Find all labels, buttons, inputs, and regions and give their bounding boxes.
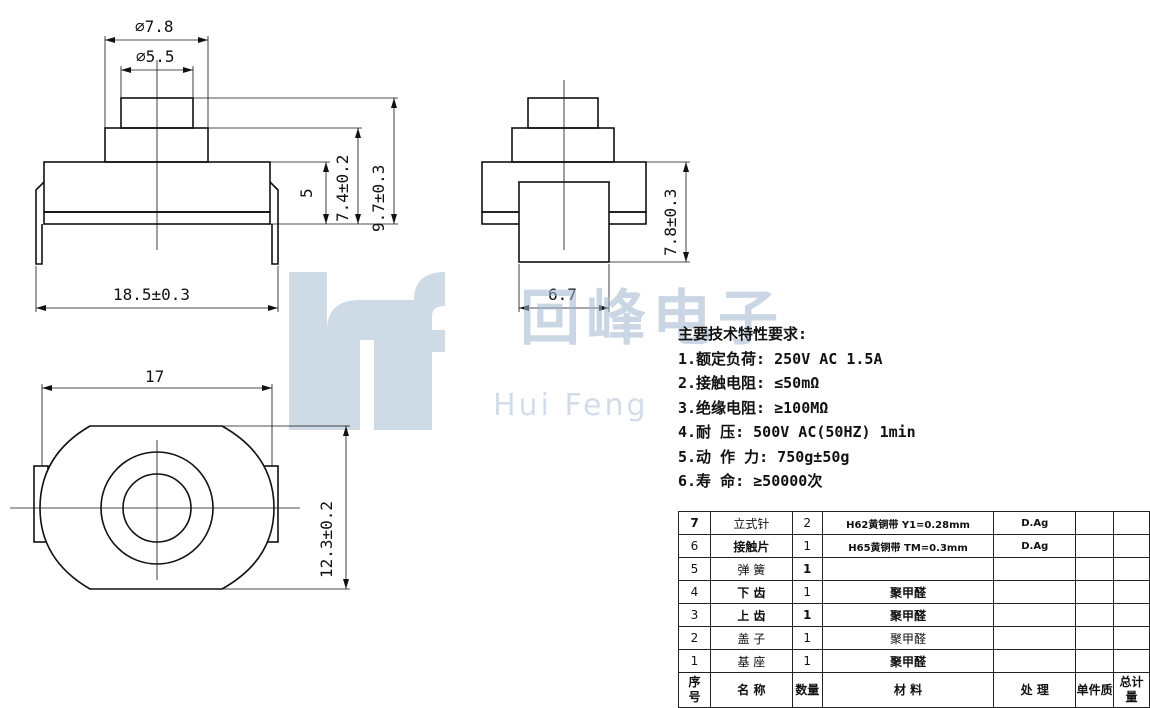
requirement-item: 6.寿 命: ≥50000次 (678, 472, 823, 490)
header-name: 名 称 (709, 672, 793, 708)
cell-treatment: D.Ag (993, 534, 1077, 558)
cell-material: H62黄铜带 Y1=0.28mm (821, 511, 995, 535)
cell-no: 1 (678, 649, 711, 673)
dim-h5: 5 (297, 188, 316, 198)
cell-name: 盖 子 (709, 626, 793, 650)
requirement-item: 3.绝缘电阻: ≥100MΩ (678, 398, 829, 417)
cell-qty: 1 (791, 557, 823, 581)
cell-material (821, 557, 995, 581)
dim-h74: 7.4±0.2 (333, 155, 352, 222)
dim-d78: ⌀7.8 (135, 17, 174, 36)
table-row: 3 上 齿 1 聚甲醛 (678, 603, 1150, 627)
cell-total-mass (1113, 649, 1150, 673)
cell-name: 立式针 (709, 511, 793, 535)
header-unit-mass: 单件质 (1075, 672, 1115, 708)
cell-unit-mass (1075, 511, 1115, 535)
header-total-mass: 总计量 (1113, 672, 1150, 708)
cell-name: 接触片 (709, 534, 793, 558)
cell-qty: 1 (791, 649, 823, 673)
watermark-latin: Hui Feng (493, 388, 649, 423)
dim-d55: ⌀5.5 (136, 47, 175, 66)
cell-unit-mass (1075, 603, 1115, 627)
cell-material: 聚甲醛 (821, 649, 995, 673)
dim-h97: 9.7±0.3 (369, 165, 388, 232)
cell-no: 7 (678, 511, 711, 535)
cell-qty: 1 (791, 626, 823, 650)
cell-treatment (993, 603, 1077, 627)
cell-treatment (993, 557, 1077, 581)
requirement-item: 2.接触电阻: ≤50mΩ (678, 374, 820, 392)
cell-qty: 1 (791, 603, 823, 627)
table-row: 1 基 座 1 聚甲醛 (678, 649, 1150, 673)
front-dimension-lines (35, 36, 398, 312)
watermark-logo (289, 272, 445, 430)
cell-material: 聚甲醛 (821, 603, 995, 627)
requirement-item: 4.耐 压: 500V AC(50HZ) 1min (678, 423, 916, 441)
dim-h78: 7.8±0.3 (661, 189, 680, 256)
dim-w17: 17 (145, 367, 164, 386)
technical-requirements: 主要技术特性要求: 1.额定负荷: 250V AC 1.5A 2.接触电阻: ≤… (678, 322, 916, 494)
cell-total-mass (1113, 534, 1150, 558)
requirement-item: 1.额定负荷: 250V AC 1.5A (678, 349, 883, 368)
table-row: 5 弹 簧 1 (678, 557, 1150, 581)
header-material: 材 料 (821, 672, 995, 708)
side-view (481, 80, 647, 263)
cell-qty: 2 (791, 511, 823, 535)
cell-no: 4 (678, 580, 711, 604)
cell-material: 聚甲醛 (821, 626, 995, 650)
cell-treatment: D.Ag (993, 511, 1077, 535)
table-row: 6 接触片 1 H65黄铜带 TM=0.3mm D.Ag (678, 534, 1150, 558)
cell-name: 弹 簧 (709, 557, 793, 581)
header-no: 序号 (678, 672, 711, 708)
cell-treatment (993, 580, 1077, 604)
cell-unit-mass (1075, 626, 1115, 650)
cell-treatment (993, 626, 1077, 650)
cell-no: 3 (678, 603, 711, 627)
cell-unit-mass (1075, 557, 1115, 581)
cell-material: 聚甲醛 (821, 580, 995, 604)
cell-treatment (993, 649, 1077, 673)
top-view (10, 425, 300, 590)
front-view (35, 60, 279, 265)
side-dimension-lines (518, 161, 690, 312)
requirements-title: 主要技术特性要求: (678, 325, 808, 343)
table-header-row: 序号 名 称 数量 材 料 处 理 单件质 总计量 (678, 672, 1150, 708)
dim-w67: 6.7 (548, 285, 577, 304)
dim-w185: 18.5±0.3 (113, 285, 190, 304)
table-row: 4 下 齿 1 聚甲醛 (678, 580, 1150, 604)
table-row: 7 立式针 2 H62黄铜带 Y1=0.28mm D.Ag (678, 511, 1150, 535)
cell-total-mass (1113, 603, 1150, 627)
cell-qty: 1 (791, 534, 823, 558)
cell-total-mass (1113, 511, 1150, 535)
cell-unit-mass (1075, 580, 1115, 604)
cell-no: 5 (678, 557, 711, 581)
cell-name: 下 齿 (709, 580, 793, 604)
cell-no: 2 (678, 626, 711, 650)
table-row: 2 盖 子 1 聚甲醛 (678, 626, 1150, 650)
cell-total-mass (1113, 557, 1150, 581)
watermark-brand: 回峰电子 (520, 284, 784, 354)
header-qty: 数量 (791, 672, 823, 708)
cell-material: H65黄铜带 TM=0.3mm (821, 534, 995, 558)
cell-unit-mass (1075, 649, 1115, 673)
requirement-item: 5.动 作 力: 750g±50g (678, 447, 850, 466)
dimension-arrows (36, 37, 689, 589)
dim-h123: 12.3±0.2 (317, 501, 336, 578)
bill-of-materials: 7 立式针 2 H62黄铜带 Y1=0.28mm D.Ag 6 接触片 1 H6… (678, 511, 1150, 708)
cell-total-mass (1113, 580, 1150, 604)
top-dimension-lines (41, 384, 350, 590)
cell-no: 6 (678, 534, 711, 558)
cell-name: 上 齿 (709, 603, 793, 627)
cell-qty: 1 (791, 580, 823, 604)
cell-name: 基 座 (709, 649, 793, 673)
cell-total-mass (1113, 626, 1150, 650)
header-treatment: 处 理 (993, 672, 1077, 708)
cell-unit-mass (1075, 534, 1115, 558)
